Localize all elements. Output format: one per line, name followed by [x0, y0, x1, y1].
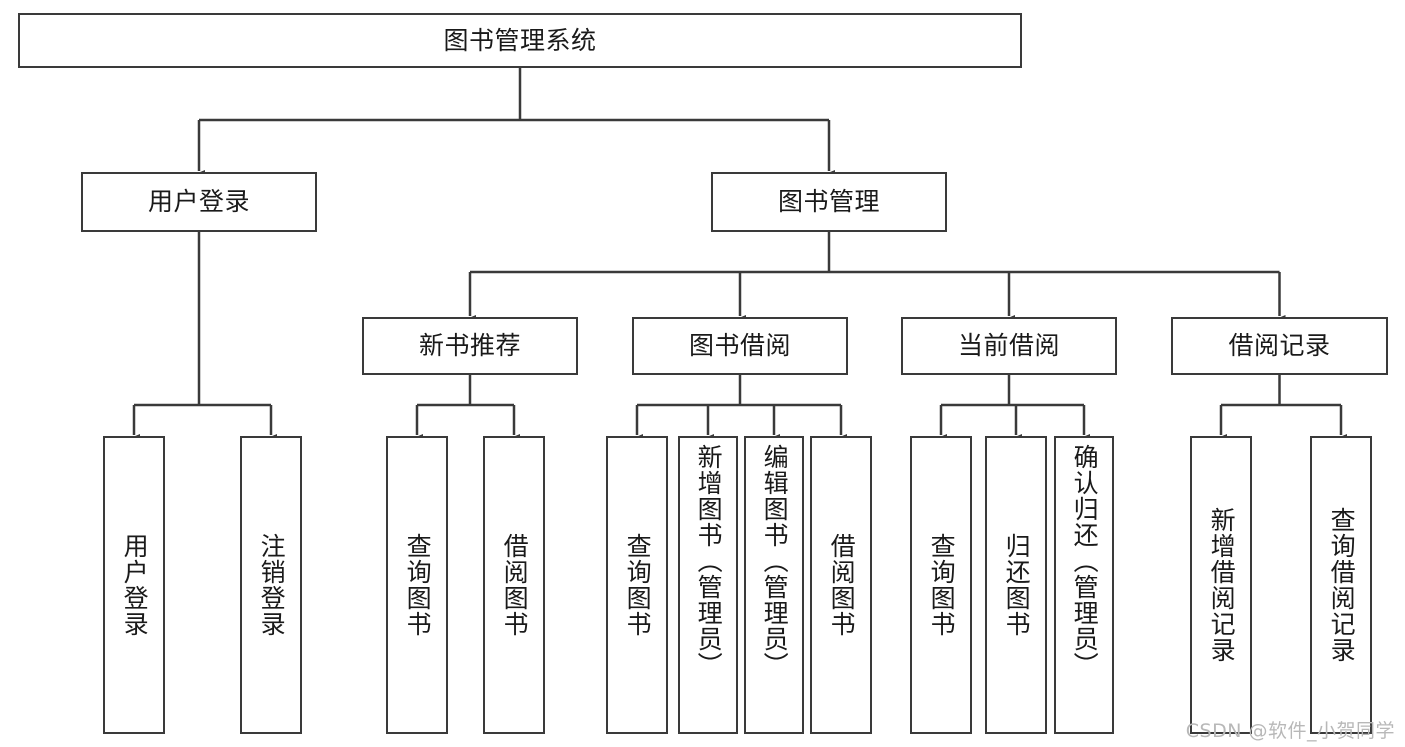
node-leaf-query-book-1[interactable]: 查询图书 [386, 436, 448, 734]
watermark-text: CSDN @软件_小贺同学 [1185, 720, 1395, 742]
node-label: 图书管理 [777, 187, 880, 217]
node-leaf-query-record[interactable]: 查询借阅记录 [1310, 436, 1372, 734]
node-label: 新增图书（管理员） [694, 444, 724, 678]
node-label: 用户登录 [120, 533, 150, 637]
node-root[interactable]: 图书管理系统 [18, 13, 1022, 68]
node-label: 用户登录 [147, 187, 250, 217]
node-leaf-borrow-book-1[interactable]: 借阅图书 [483, 436, 545, 734]
node-leaf-user-logout[interactable]: 注销登录 [240, 436, 302, 734]
node-leaf-return-book[interactable]: 归还图书 [985, 436, 1047, 734]
node-records[interactable]: 借阅记录 [1171, 317, 1388, 375]
node-leaf-add-record[interactable]: 新增借阅记录 [1190, 436, 1252, 734]
node-label: 查询图书 [927, 533, 957, 637]
node-label: 查询借阅记录 [1327, 507, 1357, 663]
node-login[interactable]: 用户登录 [81, 172, 317, 232]
node-leaf-query-book-2[interactable]: 查询图书 [606, 436, 668, 734]
node-leaf-user-login[interactable]: 用户登录 [103, 436, 165, 734]
node-label: 借阅记录 [1228, 331, 1331, 361]
node-label: 图书管理系统 [443, 25, 597, 55]
node-label: 借阅图书 [500, 533, 530, 637]
node-label: 查询图书 [403, 533, 433, 637]
node-label: 借阅图书 [827, 533, 857, 637]
node-label: 当前借阅 [957, 331, 1060, 361]
node-label: 新书推荐 [418, 331, 521, 361]
node-current[interactable]: 当前借阅 [901, 317, 1117, 375]
node-label: 新增借阅记录 [1207, 507, 1237, 663]
node-label: 查询图书 [623, 533, 653, 637]
node-label: 确认归还（管理员） [1070, 444, 1100, 678]
node-bookmgmt[interactable]: 图书管理 [711, 172, 947, 232]
node-label: 图书借阅 [688, 331, 791, 361]
node-leaf-borrow-book-2[interactable]: 借阅图书 [810, 436, 872, 734]
node-leaf-add-book-admin[interactable]: 新增图书（管理员） [678, 436, 738, 734]
node-label: 归还图书 [1002, 533, 1032, 637]
node-newbook[interactable]: 新书推荐 [362, 317, 578, 375]
node-borrow[interactable]: 图书借阅 [632, 317, 848, 375]
node-leaf-query-book-3[interactable]: 查询图书 [910, 436, 972, 734]
node-leaf-edit-book-admin[interactable]: 编辑图书（管理员） [744, 436, 804, 734]
node-label: 注销登录 [257, 533, 287, 637]
node-label: 编辑图书（管理员） [760, 444, 790, 678]
node-leaf-confirm-return-admin[interactable]: 确认归还（管理员） [1054, 436, 1114, 734]
